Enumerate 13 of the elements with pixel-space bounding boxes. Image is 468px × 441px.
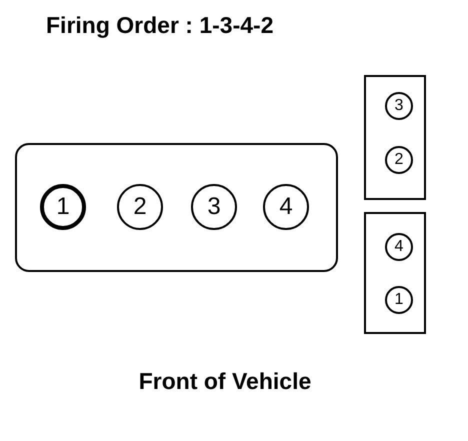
cylinder-circle: 3 [191,184,237,230]
cylinder-circle: 2 [117,184,163,230]
engine-block [15,143,338,272]
coil-terminal-circle: 1 [385,286,413,314]
diagram-caption: Front of Vehicle [138,368,312,395]
cylinder-circle: 1 [40,184,86,230]
coil-pack-box [364,75,426,200]
coil-pack-box [364,212,426,334]
coil-terminal-circle: 2 [385,146,413,174]
diagram-title: Firing Order : 1-3-4-2 [46,12,274,39]
coil-terminal-circle: 4 [385,233,413,261]
cylinder-circle: 4 [263,184,309,230]
coil-terminal-circle: 3 [385,92,413,120]
